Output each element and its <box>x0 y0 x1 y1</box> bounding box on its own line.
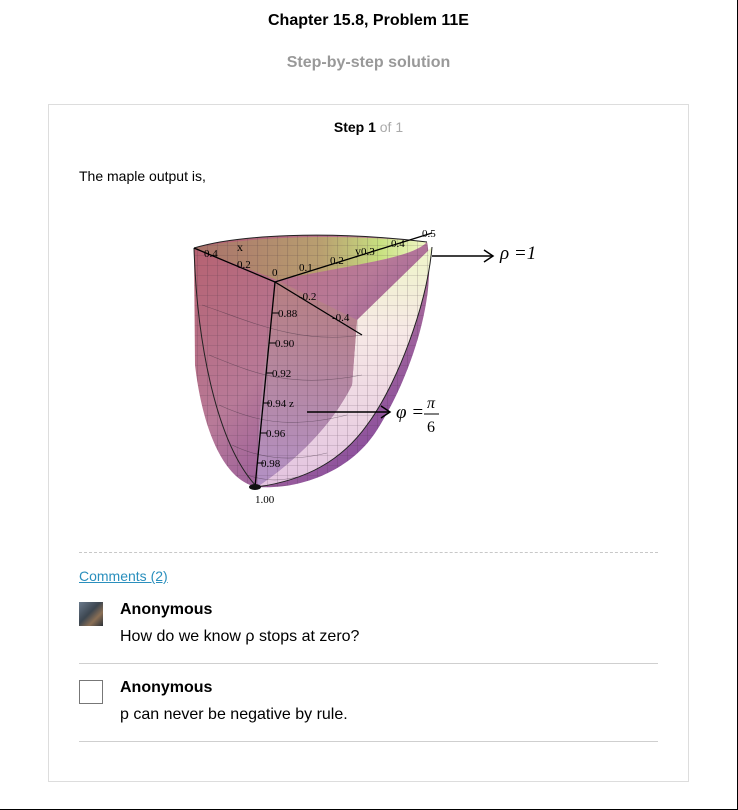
phi-arrow <box>307 405 392 419</box>
comment-text: p can never be negative by rule. <box>120 706 348 723</box>
y-tick: 0.2 <box>330 255 344 267</box>
comments-link[interactable]: Comments (2) <box>79 568 168 584</box>
y-tick: 0.4 <box>391 238 405 250</box>
rho-arrow <box>432 249 495 263</box>
phi-annotation: φ = <box>396 402 424 423</box>
step-intro-text: The maple output is, <box>79 168 206 184</box>
solution-card: Step 1 of 1 The maple output is, <box>48 104 689 782</box>
z-axis-label: z <box>289 398 294 410</box>
x-tick: 0 <box>272 267 278 279</box>
commenter-avatar <box>79 602 103 626</box>
comment-text: How do we know ρ stops at zero? <box>120 628 360 645</box>
z-tick: 0.92 <box>272 368 291 380</box>
phi-denominator: 6 <box>427 419 435 436</box>
commenter-avatar-placeholder <box>79 680 103 704</box>
y-tick: 0.3 <box>361 246 375 258</box>
z-tick: 0.90 <box>275 338 295 350</box>
y-tick: 0.1 <box>299 262 313 274</box>
z-tick: 1.00 <box>255 494 275 506</box>
z-tick: 0.98 <box>261 458 281 470</box>
page-title: Chapter 15.8, Problem 11E <box>268 12 469 29</box>
z-tick: 0.94 <box>267 398 287 410</box>
comment-author: Anonymous <box>120 679 213 696</box>
x-axis-label: x <box>237 240 243 254</box>
solution-subtitle: Step-by-step solution <box>286 54 451 71</box>
comment-divider <box>79 741 658 742</box>
step-count: of 1 <box>379 119 404 135</box>
x-tick: 0.4 <box>204 248 218 260</box>
step-label: Step 1 <box>333 119 376 135</box>
x-tick: 0.2 <box>237 259 251 271</box>
neg-tick: -0.4 <box>332 312 350 324</box>
y-axis-label: y <box>355 244 361 258</box>
maple-surface-figure: x y 0.4 0.2 0 0.1 0.2 0.3 0.4 0.5 -0.2 -… <box>193 228 536 506</box>
phi-numerator: π <box>427 395 436 412</box>
rho-annotation: ρ =1 <box>499 243 536 264</box>
y-tick: 0.5 <box>422 228 436 240</box>
z-tick: 0.96 <box>266 428 286 440</box>
step-header: Step 1 of 1 <box>49 119 688 135</box>
svg-text:0.94 z: 0.94 z <box>267 398 294 410</box>
neg-tick: -0.2 <box>299 291 316 303</box>
comment-divider <box>79 663 658 664</box>
z-tick: 0.88 <box>278 308 298 320</box>
comment-author: Anonymous <box>120 601 213 618</box>
section-divider <box>79 552 658 553</box>
